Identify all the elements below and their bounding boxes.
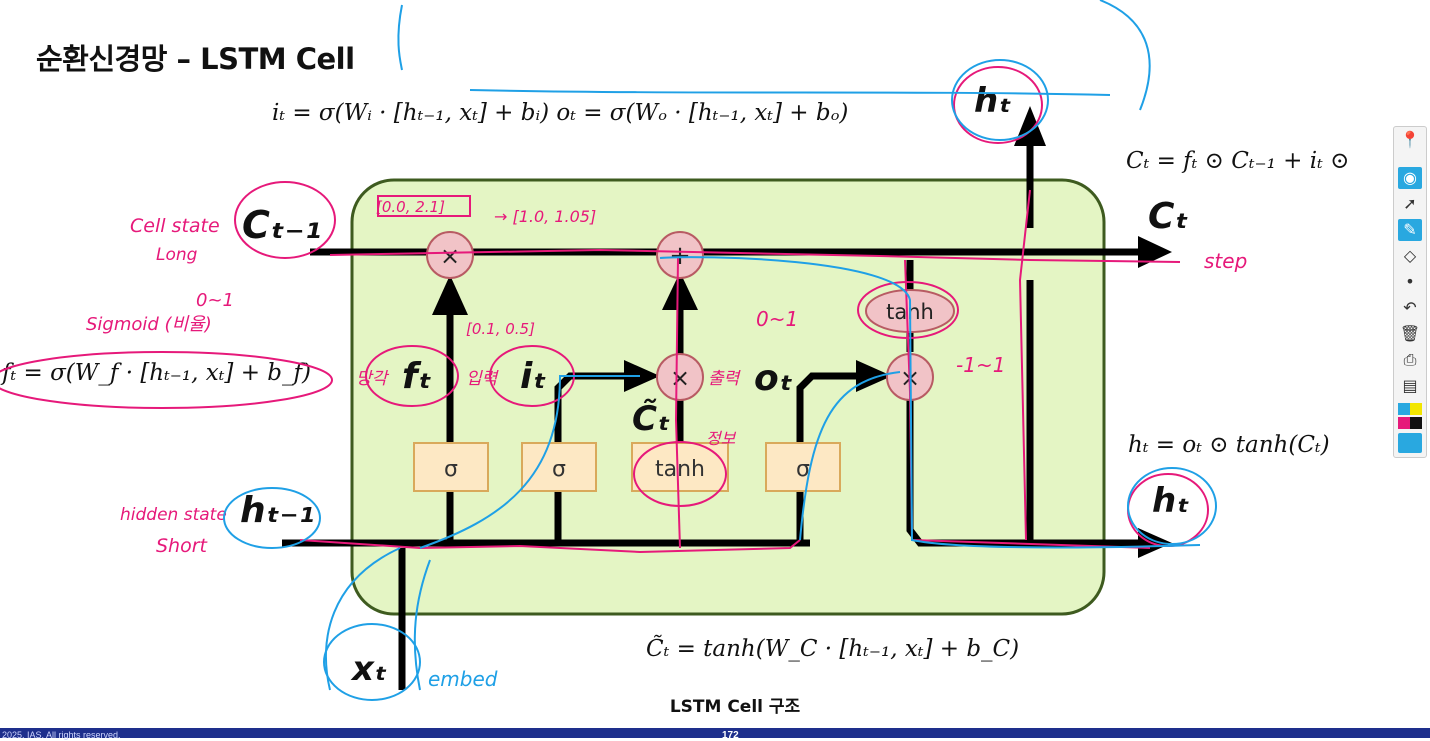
gate-label-candidate: tanh [655,457,705,482]
gate-label-output: σ [796,457,810,482]
equation-input-output-gates: iₜ = σ(Wᵢ · [hₜ₋₁, xₜ] + bᵢ) oₜ = σ(Wₒ ·… [272,100,849,126]
input-mult-symbol: × [670,364,690,392]
palette-icon[interactable] [1398,403,1422,415]
pin-icon[interactable]: 📍 [1400,130,1420,149]
eraser-icon[interactable]: ◇ [1403,246,1417,265]
x-input-label: xₜ [350,649,387,689]
equation-hidden-state: hₜ = oₜ ⊙ tanh(Cₜ) [1128,432,1330,458]
i-gate-label: iₜ [520,356,546,397]
note-forget-kr: 망각 [356,369,390,389]
cell-body [350,178,1106,616]
note-hidden-state: hidden state [120,505,227,525]
annotation-toolbar: 📍 ◉ ➚ ✎ ◇ • ↶ 🗑 ⎙ ▤ [1393,126,1427,458]
h-prev-label: hₜ₋₁ [240,490,314,531]
gate-box-output [765,442,841,492]
hidden-out-arrowhead [1138,528,1172,558]
undo-icon[interactable]: ↶ [1403,298,1417,317]
equation-cell-state: Cₜ = fₜ ⊙ Cₜ₋₁ + iₜ ⊙ [1126,148,1350,174]
note-range-c: [0.1, 0.5] [466,320,535,338]
o-gate-label: oₜ [754,358,793,399]
add-arrowhead [662,272,698,310]
gate-label-forget: σ [444,457,458,482]
note-cell-state: Cell state [130,215,220,237]
slide-title: 순환신경망 – LSTM Cell [36,42,355,76]
pen-icon[interactable]: ✎ [1398,219,1422,241]
forget-arrowhead [432,275,468,315]
note-range-b: → [1.0, 1.05] [494,207,596,226]
note-step: step [1204,249,1247,273]
blue-pen-strokes [223,0,1217,701]
h-out-top-label: hₜ [974,81,1011,121]
forget-mult-node [426,231,474,279]
note-range-a: [0.0, 2.1] [376,198,445,216]
note-info-kr: 정보 [706,429,737,448]
note-zero-one-mid: 0~1 [756,307,798,331]
input-mult-node [656,353,704,401]
add-symbol: + [669,241,691,271]
page-number: 172 [722,730,739,741]
h-out-right-label: hₜ [1152,481,1189,521]
note-input-kr: 입력 [466,369,500,389]
note-embed: embed [428,667,498,691]
note-sigmoid: Sigmoid (비율) [86,314,212,335]
clipboard-icon[interactable]: ▤ [1402,376,1418,395]
gate-label-input: σ [552,457,566,482]
input-arrowhead [624,360,660,392]
diagram-caption: LSTM Cell 구조 [669,697,801,717]
equation-candidate: C̃ₜ = tanh(W_C · [hₜ₋₁, xₜ] + b_C) [646,636,1020,662]
dot-icon[interactable]: • [1405,272,1415,291]
note-tanh-range: -1~1 [956,353,1005,377]
c-prev-label: Cₜ₋₁ [242,203,321,247]
add-node [656,231,704,279]
pink-annotations: Cell state Long hidden state Short Sigmo… [86,198,1247,557]
cursor-icon[interactable]: ➚ [1403,194,1417,213]
eye-icon[interactable]: ◉ [1398,167,1422,189]
color-swatch-icon[interactable] [1398,433,1422,453]
note-output-kr: 출력 [708,369,742,389]
camera-icon[interactable]: ⎙ [1403,350,1417,369]
cell-state-arrowhead [1138,236,1172,268]
note-zero-one-top: 0~1 [196,290,234,311]
output-arrowhead [856,360,892,392]
palette-icon-2[interactable] [1398,417,1422,429]
trash-icon[interactable]: 🗑 [1399,324,1421,343]
ctilde-label: C̃ₜ [632,399,670,439]
footer-bar [0,728,1430,738]
gate-box-forget [413,442,489,492]
f-gate-label: fₜ [402,356,432,397]
equation-forget-gate: fₜ = σ(W_f · [hₜ₋₁, xₜ] + b_f) [2,360,311,386]
note-short: Short [156,535,209,557]
note-long: Long [156,245,198,265]
forget-mult-symbol: × [440,242,460,270]
c-next-label: Cₜ [1148,196,1188,237]
footer-copyright: 2025. IAS. All rights reserved. [2,730,121,740]
gate-box-input [521,442,597,492]
